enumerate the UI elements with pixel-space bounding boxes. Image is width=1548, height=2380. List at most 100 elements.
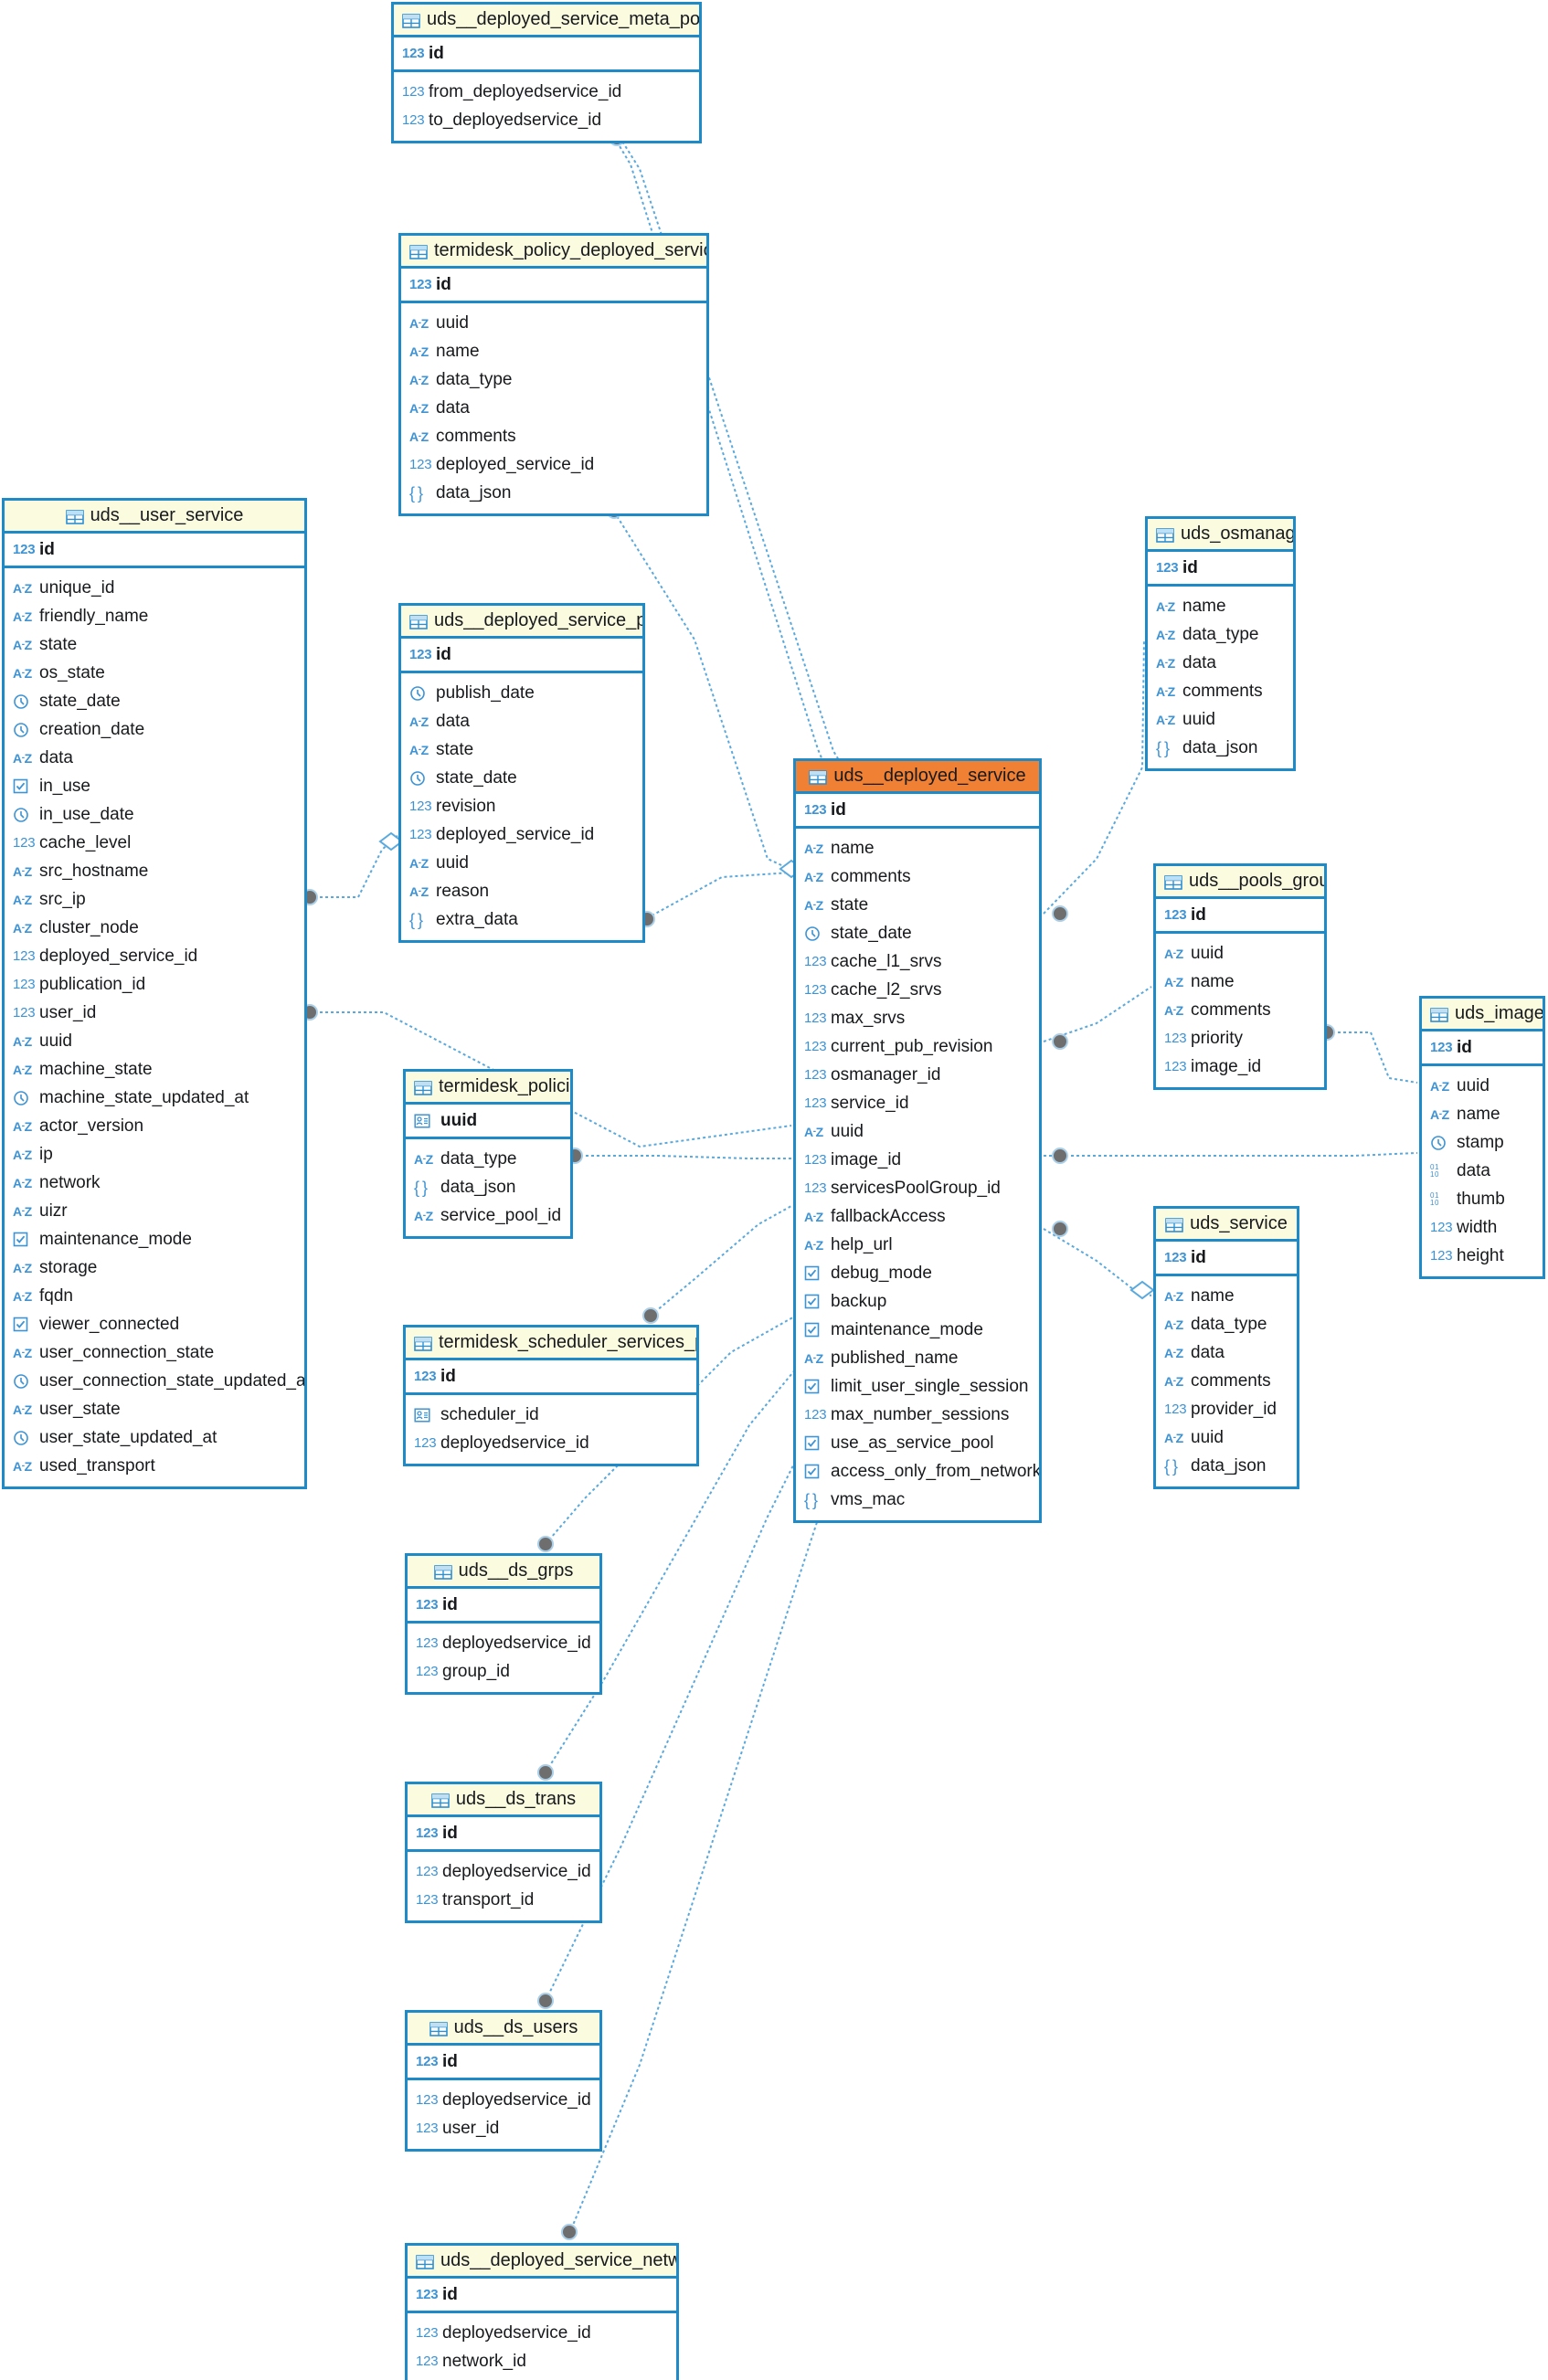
primary-key-row[interactable]: uuid (406, 1105, 570, 1139)
entity-header[interactable]: uds__deployed_service_pub (401, 606, 642, 639)
column-row[interactable]: { }data_json (401, 479, 706, 507)
entity-termidesk_scheduler_services_pools[interactable]: termidesk_scheduler_services_pools123ids… (403, 1325, 699, 1466)
entity-header[interactable]: uds__pools_groups (1156, 866, 1324, 899)
column-row[interactable]: use_as_service_pool (796, 1429, 1039, 1457)
column-row[interactable]: state_date (5, 687, 304, 715)
column-row[interactable]: state_date (401, 764, 642, 792)
entity-header[interactable]: uds_osmanager (1148, 519, 1293, 552)
entity-header[interactable]: termidesk_policies (406, 1072, 570, 1105)
column-row[interactable]: user_state_updated_at (5, 1423, 304, 1452)
column-row[interactable]: maintenance_mode (5, 1225, 304, 1253)
column-row[interactable]: backup (796, 1287, 1039, 1316)
column-row[interactable]: user_connection_state_updated_at (5, 1367, 304, 1395)
column-row[interactable]: maintenance_mode (796, 1316, 1039, 1344)
entity-header[interactable]: uds__deployed_service (796, 761, 1039, 794)
column-row[interactable]: creation_date (5, 715, 304, 744)
column-row[interactable]: in_use_date (5, 800, 304, 829)
column-row[interactable]: { }extra_data (401, 905, 642, 934)
column-row[interactable]: { }vms_mac (796, 1486, 1039, 1514)
entity-header[interactable]: uds__ds_trans (408, 1784, 599, 1817)
column-row[interactable]: state_date (796, 919, 1039, 947)
entity-header[interactable]: termidesk_scheduler_services_pools (406, 1328, 696, 1360)
entity-header[interactable]: termidesk_policy_deployed_service (401, 236, 706, 269)
column-row[interactable]: machine_state_updated_at (5, 1084, 304, 1112)
column-row[interactable]: debug_mode (796, 1259, 1039, 1287)
column-row[interactable]: { }data_json (1156, 1452, 1297, 1480)
entity-header[interactable]: uds__ds_users (408, 2013, 599, 2046)
column-row[interactable]: { }data_json (406, 1173, 570, 1201)
entity-header[interactable]: uds_images (1422, 999, 1543, 1031)
column-row[interactable]: access_only_from_networks (796, 1457, 1039, 1486)
column-row[interactable]: { }data_json (1148, 734, 1293, 762)
entity-uds__pools_groups[interactable]: uds__pools_groups123idA-ZuuidA-ZnameA-Zc… (1153, 863, 1327, 1090)
